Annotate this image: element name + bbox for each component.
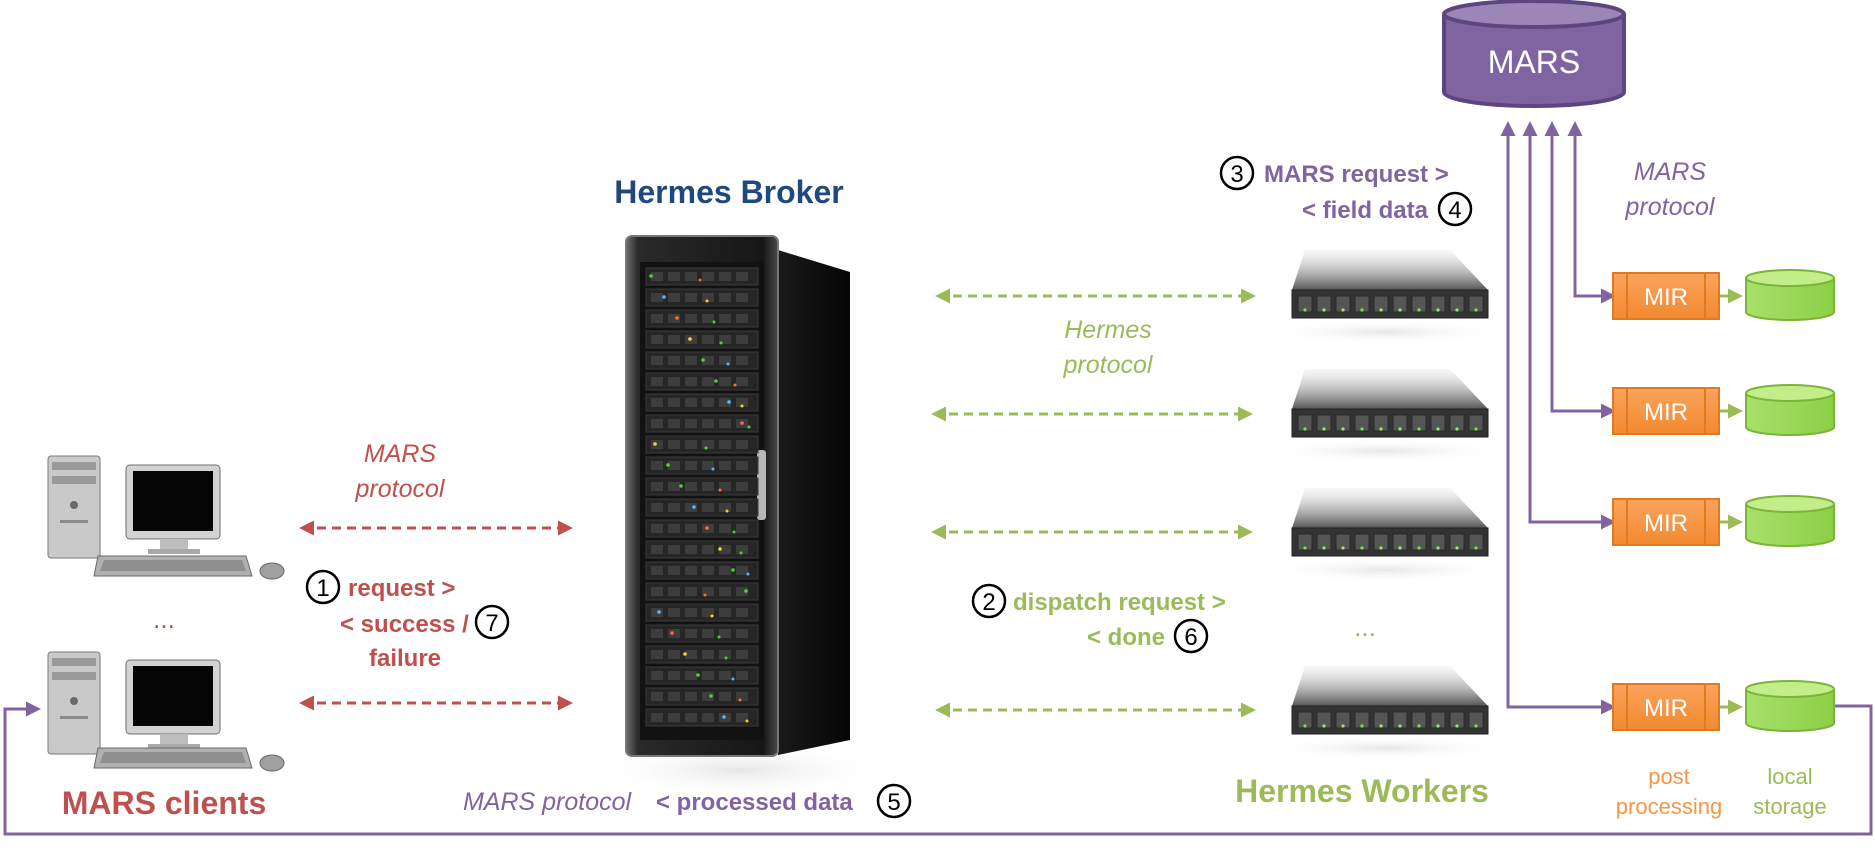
hermes-worker-server <box>1265 369 1505 463</box>
mir-box <box>1612 498 1720 546</box>
local-storage-cylinder <box>1745 384 1835 436</box>
local-storage-line2: storage <box>1753 794 1826 819</box>
hermes-worker-server <box>1265 666 1505 760</box>
local-storage-cylinder <box>1745 495 1835 547</box>
mir4-to-mars-line <box>1500 121 1616 715</box>
svg-text:3: 3 <box>1230 161 1243 188</box>
mir3-to-mars-line <box>1522 121 1616 530</box>
mir-label: MIR <box>1644 284 1688 311</box>
mir2-to-mars-line <box>1544 121 1616 419</box>
step-2-badge: 2 <box>971 583 1007 619</box>
mars-client-computer-1 <box>47 455 285 580</box>
hermes-protocol-line2: protocol <box>1063 351 1154 379</box>
step-3-badge: 3 <box>1219 155 1255 191</box>
client-request-label: request > <box>348 575 455 602</box>
client-failure-label: failure <box>369 645 441 672</box>
rack-unit <box>645 645 759 664</box>
rack-unit <box>645 330 759 349</box>
mir-label: MIR <box>1644 510 1688 537</box>
svg-text:5: 5 <box>887 789 900 816</box>
hermes-worker-server <box>1265 488 1505 582</box>
bottom-mars-protocol-label: MARS protocol <box>463 788 633 816</box>
hermes-protocol-line1: Hermes <box>1064 316 1152 344</box>
mars-database <box>1442 0 1626 108</box>
client-protocol-line2: protocol <box>355 475 446 503</box>
step-4-badge: 4 <box>1437 191 1473 227</box>
mars-protocol-right-line1: MARS <box>1634 158 1707 186</box>
rack-unit <box>645 351 759 370</box>
rack-unit <box>645 414 759 433</box>
mars-request-label: MARS request > <box>1264 161 1449 188</box>
clients-title: MARS clients <box>62 785 266 821</box>
mir-box <box>1612 387 1720 435</box>
mir-rows: MIR MIR MIR MIR <box>1612 269 1835 732</box>
svg-text:4: 4 <box>1448 197 1461 224</box>
svg-text:2: 2 <box>982 589 995 616</box>
rack-unit <box>645 561 759 580</box>
mir-row: MIR <box>1612 495 1835 547</box>
client-success-label: < success / <box>340 611 469 638</box>
svg-text:7: 7 <box>485 610 498 637</box>
field-data-label: < field data <box>1302 197 1429 224</box>
rack-unit <box>645 309 759 328</box>
step-7-badge: 7 <box>474 604 510 640</box>
rack-unit <box>645 288 759 307</box>
rack-unit <box>645 435 759 454</box>
rack-unit <box>645 540 759 559</box>
post-processing-line2: processing <box>1616 794 1722 819</box>
rack-unit <box>645 477 759 496</box>
rack-unit <box>645 624 759 643</box>
svg-text:1: 1 <box>316 575 329 602</box>
rack-unit <box>645 498 759 517</box>
broker-title: Hermes Broker <box>614 174 843 210</box>
rack-unit <box>645 519 759 538</box>
rack-unit <box>645 708 759 727</box>
done-label: < done <box>1087 624 1165 651</box>
rack-unit <box>645 582 759 601</box>
rack-unit <box>645 372 759 391</box>
rack-unit <box>645 687 759 706</box>
mir-label: MIR <box>1644 695 1688 722</box>
rack-unit <box>645 393 759 412</box>
step-1-badge: 1 <box>305 569 341 605</box>
local-storage-cylinder <box>1745 680 1835 732</box>
step-5-badge: 5 <box>876 783 912 819</box>
step-6-badge: 6 <box>1173 618 1209 654</box>
svg-text:6: 6 <box>1184 624 1197 651</box>
rack-unit <box>645 456 759 475</box>
workers-title: Hermes Workers <box>1235 773 1489 809</box>
rack-unit <box>645 603 759 622</box>
broker-rack-units <box>645 267 759 727</box>
workers-ellipsis: ... <box>1354 612 1376 642</box>
processed-data-label: < processed data <box>656 789 853 816</box>
mir-box <box>1612 272 1720 320</box>
mars-database-label: MARS <box>1488 44 1580 80</box>
client-protocol-line1: MARS <box>364 440 437 468</box>
mir-box <box>1612 683 1720 731</box>
clients-ellipsis: ... <box>153 604 175 634</box>
mir-label: MIR <box>1644 399 1688 426</box>
rack-unit <box>645 666 759 685</box>
mir-row: MIR <box>1612 680 1835 732</box>
hermes-worker-server <box>1265 250 1505 344</box>
mars-client-computer-2 <box>47 651 285 772</box>
post-processing-line1: post <box>1648 764 1690 789</box>
dispatch-request-label: dispatch request > <box>1013 589 1226 616</box>
mars-protocol-right-line2: protocol <box>1625 193 1716 221</box>
local-storage-cylinder <box>1745 269 1835 321</box>
processed-data-return-line <box>3 701 1873 836</box>
mir-row: MIR <box>1612 384 1835 436</box>
local-storage-line1: local <box>1767 764 1812 789</box>
mir-row: MIR <box>1612 269 1835 321</box>
mir1-to-mars-line <box>1567 121 1616 304</box>
hermes-workers <box>1265 250 1505 760</box>
rack-unit <box>645 267 759 286</box>
